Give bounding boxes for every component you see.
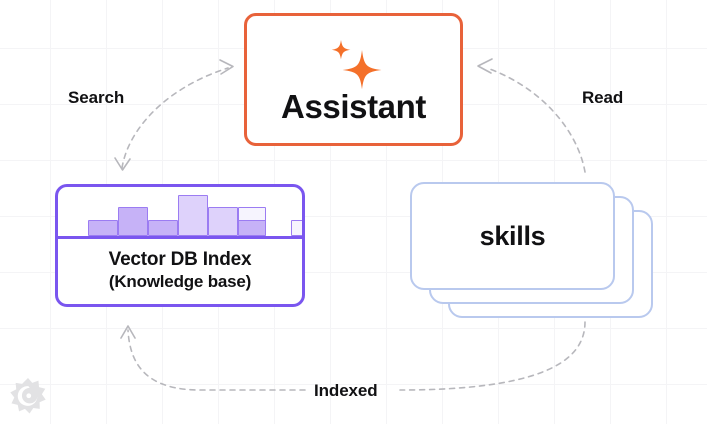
node-vector-db[interactable]: Vector DB Index (Knowledge base): [55, 184, 305, 307]
histogram-bar: [208, 207, 238, 236]
histogram-bar: [178, 195, 208, 236]
node-skills[interactable]: skills: [410, 182, 654, 318]
spiral-sun-logo-icon: [10, 377, 46, 414]
histogram-bar: [148, 220, 178, 236]
vector-db-text: Vector DB Index (Knowledge base): [58, 239, 302, 304]
histogram-bar: [118, 207, 148, 236]
edge-read: [477, 58, 586, 173]
edge-indexed: [120, 321, 586, 391]
edge-label-read: Read: [582, 88, 624, 107]
histogram-bar: [291, 220, 302, 236]
vector-db-subtitle: (Knowledge base): [108, 272, 252, 292]
vector-db-title: Vector DB Index: [108, 249, 252, 271]
sparkles-icon: [331, 40, 381, 90]
histogram-bar: [88, 220, 118, 236]
histogram-bar: [238, 220, 266, 236]
assistant-label: Assistant: [281, 88, 426, 125]
histogram-icon: [58, 187, 302, 239]
edge-label-search: Search: [68, 88, 125, 107]
node-assistant[interactable]: Assistant: [244, 13, 463, 146]
skill-card-front[interactable]: skills: [410, 182, 615, 290]
edge-label-indexed: Indexed: [314, 381, 378, 400]
skills-label: skills: [479, 220, 546, 251]
edge-search: [114, 59, 234, 171]
